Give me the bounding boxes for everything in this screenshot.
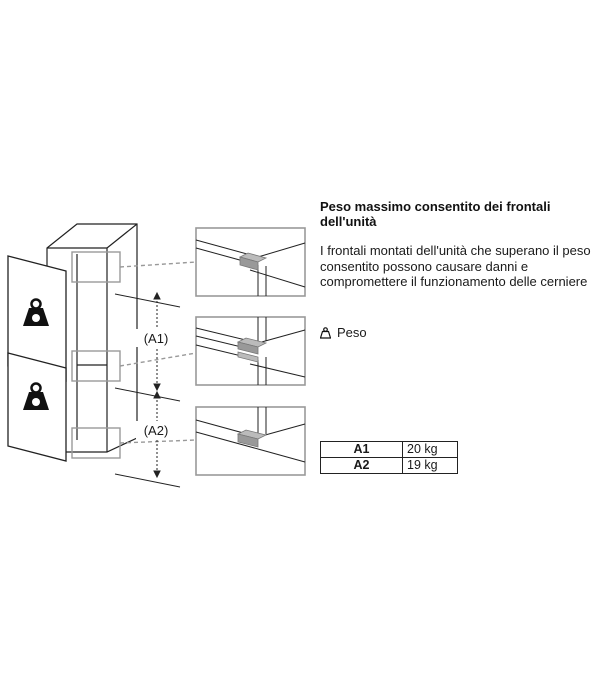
weight-icon-upper [23, 298, 49, 326]
hinge-detail-top [195, 227, 306, 297]
table-cell-key: A1 [320, 441, 403, 458]
hinge-detail-bottom [195, 406, 306, 476]
label-a2: (A2) [144, 423, 169, 438]
table-cell-value: 19 kg [402, 457, 458, 474]
table-cell-value: 20 kg [402, 441, 458, 458]
a1-label-bg [136, 329, 176, 347]
table-cell-key: A2 [320, 457, 403, 474]
label-a1: (A1) [144, 331, 169, 346]
weight-legend: Peso [320, 325, 367, 340]
weight-table: A1 20 kg A2 19 kg [320, 441, 458, 474]
hinge-detail-middle [195, 316, 306, 386]
description-text: I frontali montati dell'unità che supera… [320, 243, 591, 289]
dimension-guides [114, 293, 181, 488]
a2-label-bg [136, 421, 176, 439]
weight-icon [320, 326, 331, 339]
table-row: A2 19 kg [320, 457, 458, 474]
legend-label: Peso [337, 325, 367, 340]
leader-lines [119, 261, 197, 444]
section-heading: Peso massimo consentito dei frontali del… [320, 199, 551, 229]
weight-icon-lower [23, 382, 49, 410]
dimension-arrow-a2 [153, 390, 161, 479]
table-row: A1 20 kg [320, 441, 458, 458]
